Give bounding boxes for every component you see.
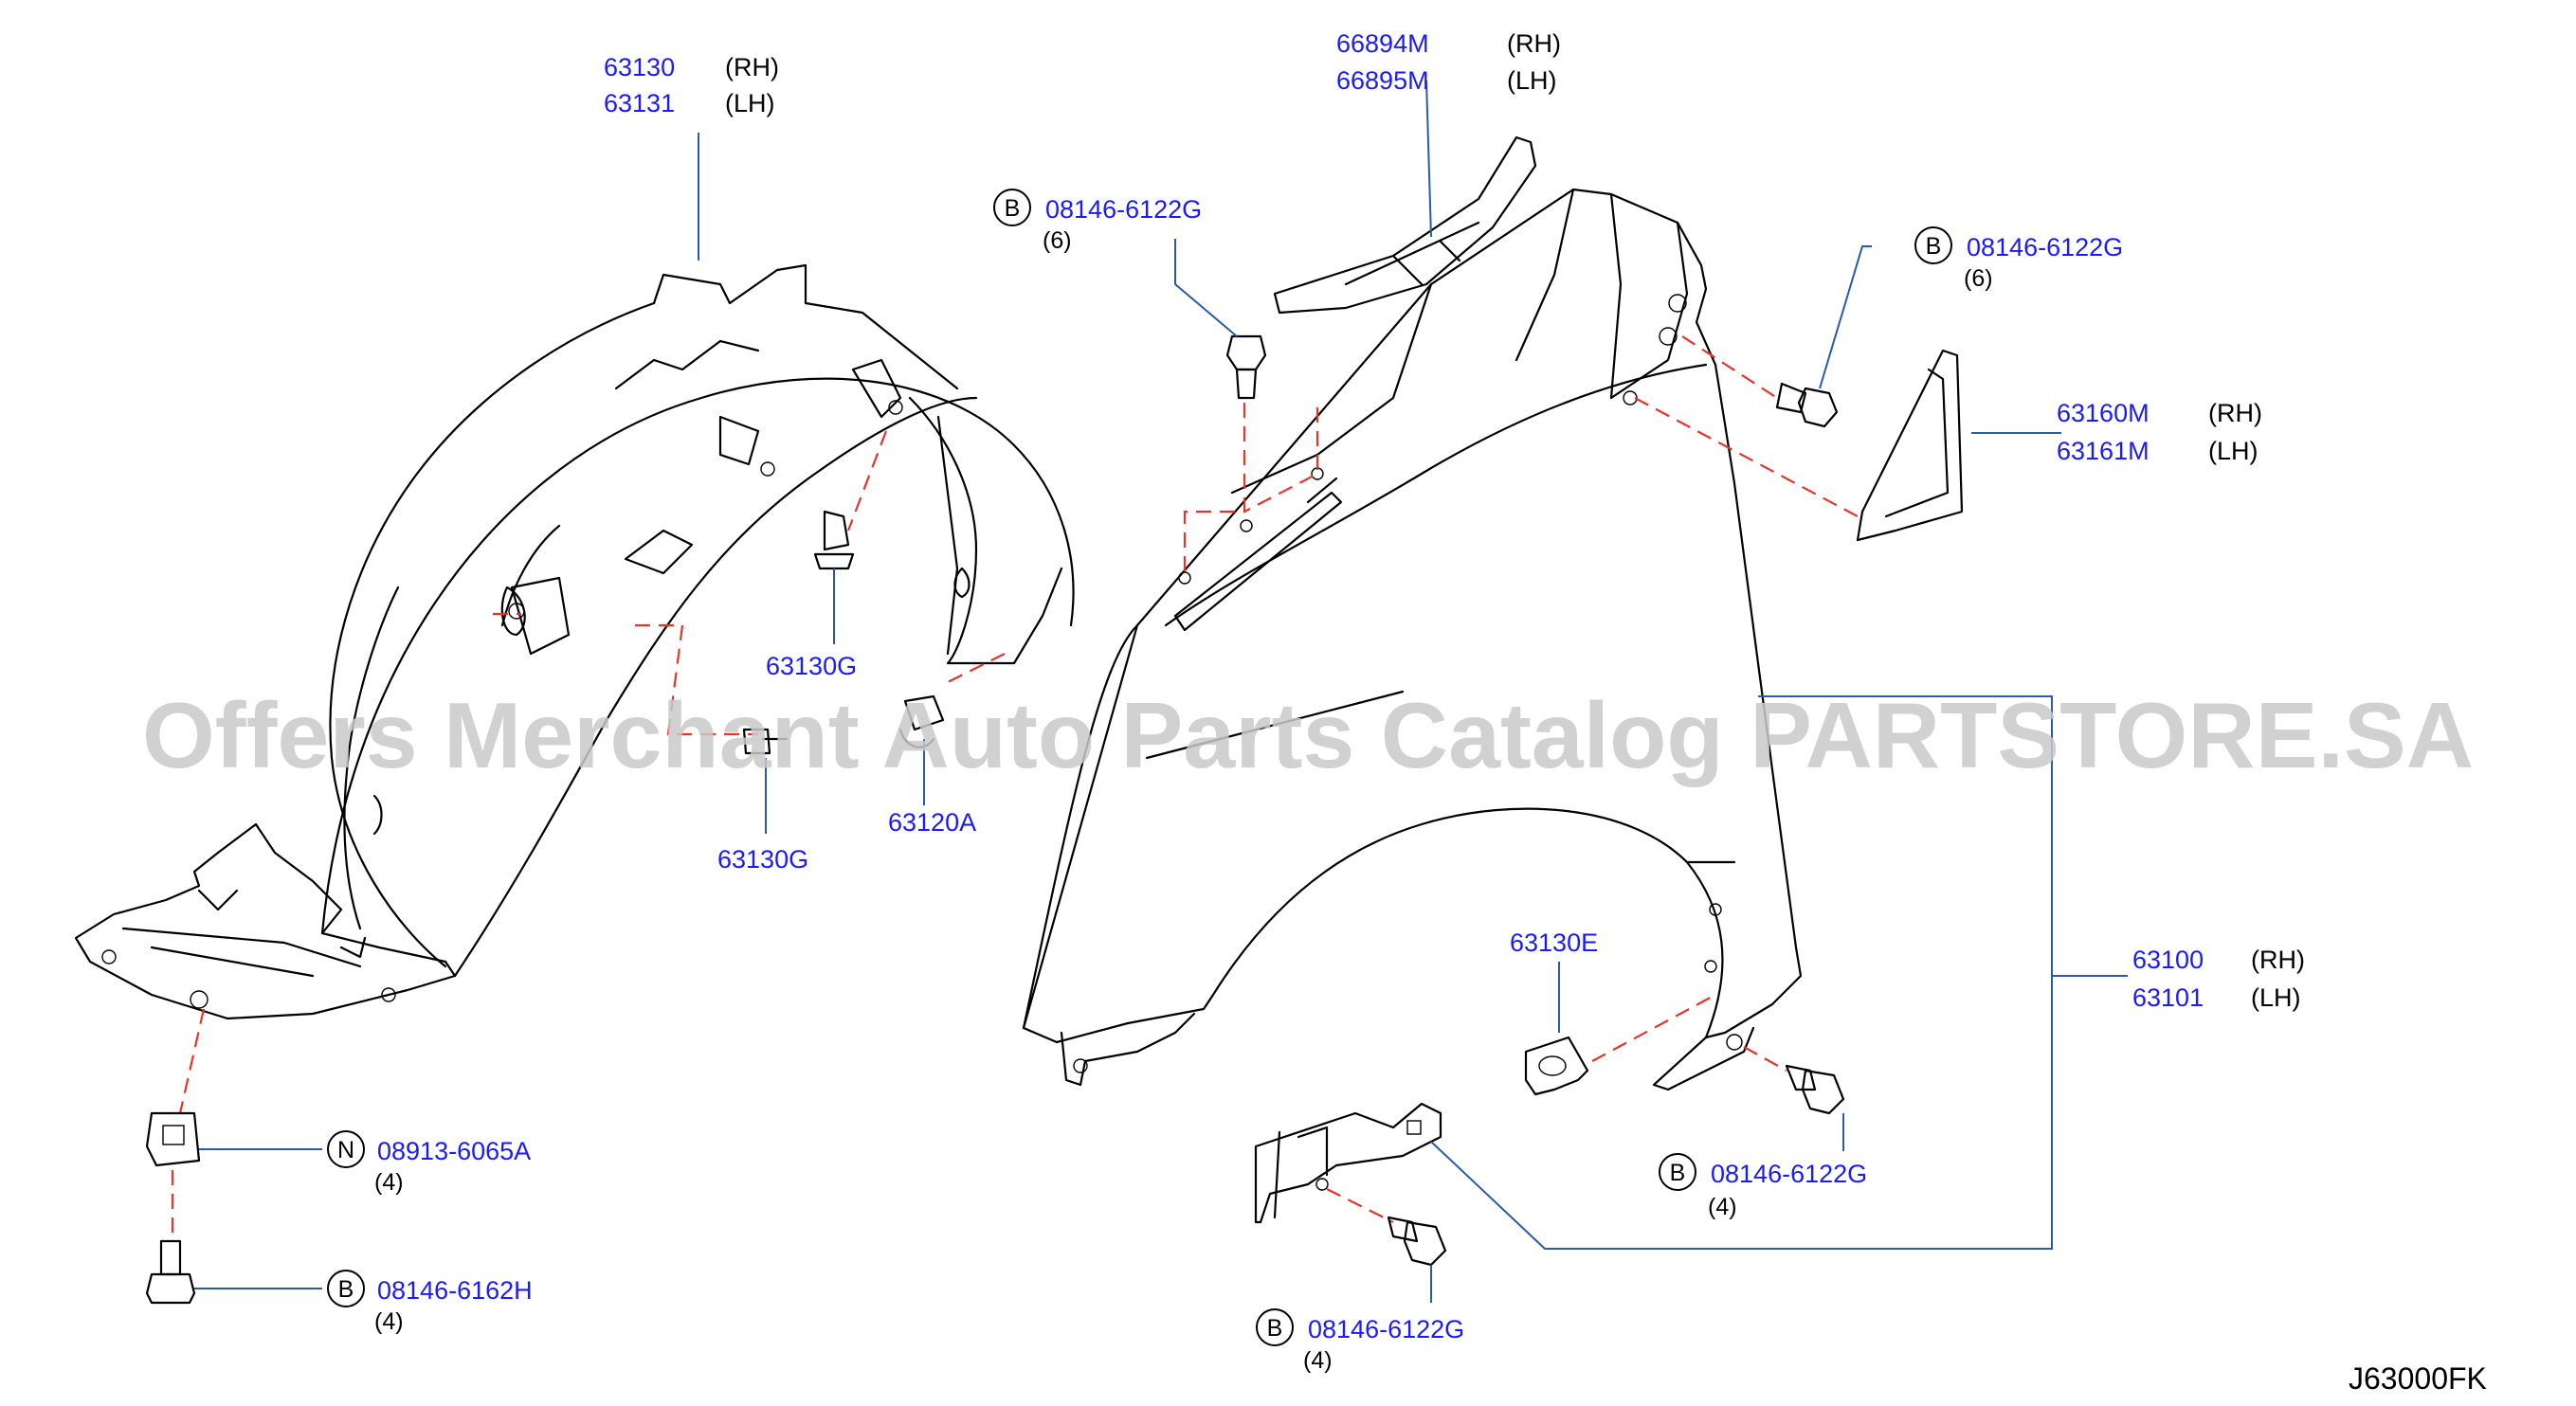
watermark-text: Offers Merchant Auto Parts Catalog PARTS… (142, 683, 2474, 787)
bolt-letter-circle (1256, 1308, 1294, 1346)
part-number-link[interactable]: 08913-6065A (377, 1137, 531, 1165)
bracket-bolt-path (1326, 1188, 1394, 1223)
fender-seal-drawing (1273, 135, 1537, 315)
side-label: (LH) (2208, 437, 2259, 465)
part-number-link[interactable]: 63120A (888, 808, 976, 837)
fender-liner-drawing (74, 263, 1075, 1020)
nut-letter: N (337, 1137, 354, 1163)
callout-cover: 63160M (RH) 63161M (LH) (2057, 399, 2262, 465)
liner-clip-path (635, 623, 758, 736)
callout-nut-n: N 08913-6065A (4) (327, 1130, 531, 1196)
liner-nut-path (178, 1008, 206, 1114)
callout-fender: 63100 (RH) 63101 (LH) (2132, 946, 2305, 1012)
side-label: (RH) (2251, 946, 2305, 974)
clip-icon-lower (742, 728, 789, 755)
part-number-link[interactable]: 63130G (766, 652, 857, 680)
bolt-letter: B (338, 1276, 354, 1303)
side-label: (RH) (1507, 29, 1561, 58)
bolt-letter: B (1926, 233, 1942, 260)
bolt-letter-circle (1659, 1153, 1696, 1191)
quantity-label: (6) (1964, 265, 1993, 292)
bolt-icon-bottom-left (145, 1239, 196, 1305)
side-label: (LH) (2251, 983, 2301, 1012)
fender-cover-drawing (1856, 349, 1964, 542)
callout-bolt-mid: B 08146-6122G (4) (1659, 1153, 1867, 1220)
callout-bolt-top: B 08146-6122G (6) (993, 189, 1202, 254)
part-number-link[interactable]: 63101 (2132, 983, 2204, 1012)
fender-panel-drawing (1022, 188, 1803, 1091)
part-number-link[interactable]: 63160M (2057, 399, 2150, 427)
callout-bolt-right: B 08146-6122G (6) (1914, 226, 2123, 292)
bolt-letter-circle (1914, 226, 1952, 264)
part-number-link[interactable]: 63130G (717, 845, 808, 874)
bolt-letter-circle (993, 189, 1031, 226)
side-label: (LH) (1507, 66, 1557, 95)
side-label: (RH) (725, 53, 779, 81)
quantity-label: (4) (374, 1308, 404, 1335)
liner-grommet-path (947, 653, 1006, 683)
bolt-right-path (1681, 335, 1778, 399)
part-number-link[interactable]: 63130 (604, 53, 675, 81)
callout-bolt-bottom: B 08146-6122G (4) (1256, 1308, 1464, 1374)
diagram-code: J63000FK (2349, 1361, 2487, 1396)
part-number-link[interactable]: 63131 (604, 89, 675, 117)
bolt-letter: B (1005, 195, 1021, 222)
cover-path (1634, 397, 1859, 517)
part-number-link[interactable]: 63130E (1510, 928, 1598, 957)
quantity-label: (4) (1708, 1194, 1737, 1220)
part-number-link[interactable]: 63161M (2057, 437, 2150, 465)
part-number-link[interactable]: 08146-6162H (377, 1276, 533, 1305)
nut-icon (145, 1111, 201, 1167)
part-number-link[interactable]: 08146-6122G (1967, 233, 2123, 261)
bolt-mid-path (1743, 1046, 1787, 1072)
callout-seal: 66894M (RH) 66895M (LH) (1336, 29, 1561, 95)
bolt-letter-circle (327, 1270, 365, 1307)
bracket-drawing (1254, 1102, 1442, 1224)
bolt-icon-bottom (1387, 1216, 1447, 1267)
grommet-icon (898, 694, 945, 748)
bolt-icon-mid (1785, 1064, 1845, 1115)
quantity-label: (4) (374, 1169, 404, 1196)
nut-letter-circle (327, 1130, 365, 1168)
side-label: (LH) (725, 89, 775, 117)
part-number-link[interactable]: 08146-6122G (1045, 195, 1202, 224)
nut-e-icon (1524, 1036, 1589, 1096)
bolt-letter: B (1267, 1315, 1283, 1342)
nut-e-path (1591, 994, 1716, 1062)
leader-lines (194, 80, 2128, 1303)
part-number-link[interactable]: 08146-6122G (1308, 1315, 1464, 1343)
side-label: (RH) (2208, 399, 2262, 427)
bolt-letter: B (1670, 1160, 1686, 1186)
bolt-icon-top (1225, 334, 1267, 400)
bolt-top-path-2 (1243, 407, 1319, 513)
part-number-link[interactable]: 66894M (1336, 29, 1429, 58)
liner-top-clip-path (846, 430, 888, 532)
callout-bolt-h: B 08146-6162H (4) (327, 1270, 533, 1335)
part-number-link[interactable]: 63100 (2132, 946, 2204, 974)
quantity-label: (6) (1043, 227, 1072, 254)
part-number-link[interactable]: 08146-6122G (1711, 1160, 1867, 1188)
part-number-link[interactable]: 66895M (1336, 66, 1429, 95)
bolt-icon-right (1775, 382, 1839, 428)
quantity-label: (4) (1303, 1347, 1333, 1374)
callout-liner: 63130 (RH) 63131 (LH) (604, 53, 779, 117)
clip-icon (813, 510, 855, 570)
bolt-top-path (1183, 403, 1246, 578)
